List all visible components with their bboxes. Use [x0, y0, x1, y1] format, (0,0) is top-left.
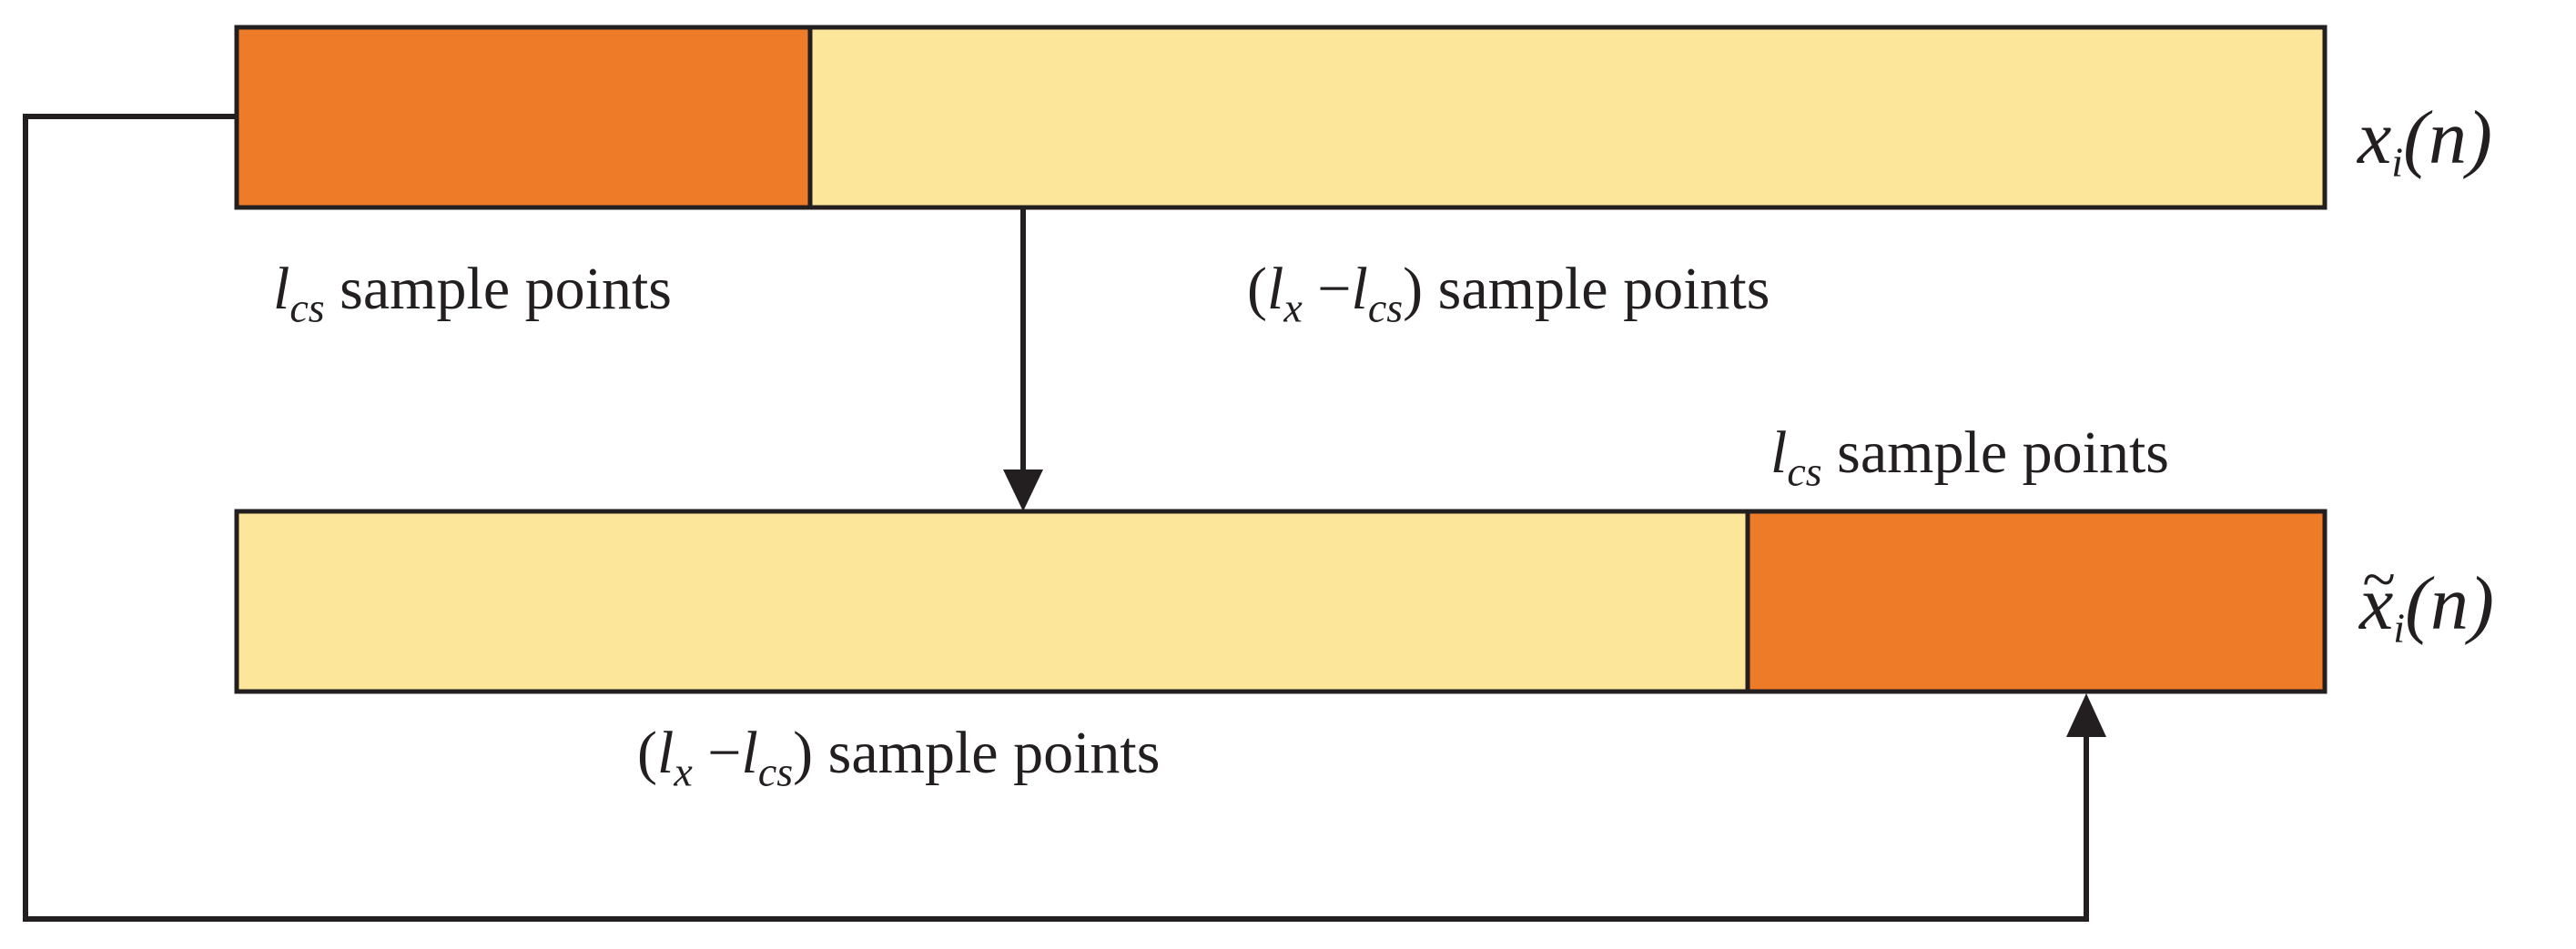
lcs-sub: cs	[289, 284, 325, 331]
lcs-var: l	[1351, 256, 1368, 322]
lcs-sub: cs	[757, 748, 794, 795]
lcs-sub: cs	[1367, 284, 1404, 331]
lx-sub: x	[674, 748, 693, 795]
top-signal-base: x	[2358, 96, 2392, 180]
top-first-segment-label: lcs sample points	[273, 259, 672, 329]
paren-open: (	[637, 720, 657, 786]
top-first-segment	[234, 25, 813, 210]
paren-close: )	[1403, 256, 1424, 322]
tilde-x: ~x	[2359, 549, 2396, 642]
lcs-sub: cs	[1787, 448, 1822, 495]
bottom-signal-arg: (n)	[2405, 561, 2495, 646]
bottom-signal-base: x	[2359, 561, 2394, 646]
lx-sub: x	[1283, 284, 1303, 331]
lx-var: l	[1266, 256, 1284, 322]
top-signal-arg: (n)	[2403, 96, 2493, 180]
top-signal-subscript: i	[2391, 138, 2404, 186]
minus-sign: −	[1317, 256, 1352, 322]
lcs-var: l	[741, 720, 758, 786]
lcs-var: l	[273, 256, 290, 322]
shift-arrow-head	[1003, 469, 1043, 511]
top-rest-segment-label: (lx −lcs) sample points	[1247, 259, 1770, 329]
bottom-rest-text: sample points	[827, 720, 1161, 786]
bottom-rest-segment-label: (lx −lcs) sample points	[637, 723, 1160, 793]
tilde-mark: ~	[2362, 545, 2396, 614]
bottom-moved-segment	[1745, 509, 2328, 694]
paren-open: (	[1247, 256, 1267, 322]
top-rest-segment	[807, 25, 2328, 210]
top-first-text: sample points	[340, 256, 672, 322]
paren-close: )	[793, 720, 814, 786]
wrap-around-path	[23, 114, 2089, 922]
bottom-signal-label: ~xi(n)	[2359, 549, 2494, 651]
bottom-moved-segment-label: lcs sample points	[1770, 423, 2169, 493]
top-rest-text: sample points	[1437, 256, 1770, 322]
minus-sign: −	[707, 720, 742, 786]
bottom-signal-subscript: i	[2393, 604, 2406, 651]
bottom-rest-segment	[234, 509, 1750, 694]
lcs-var: l	[1770, 419, 1788, 486]
top-signal-label: xi(n)	[2358, 100, 2492, 184]
bottom-moved-text: sample points	[1837, 419, 2169, 486]
lx-var: l	[656, 720, 674, 786]
wrap-arrow-head	[2066, 693, 2106, 737]
